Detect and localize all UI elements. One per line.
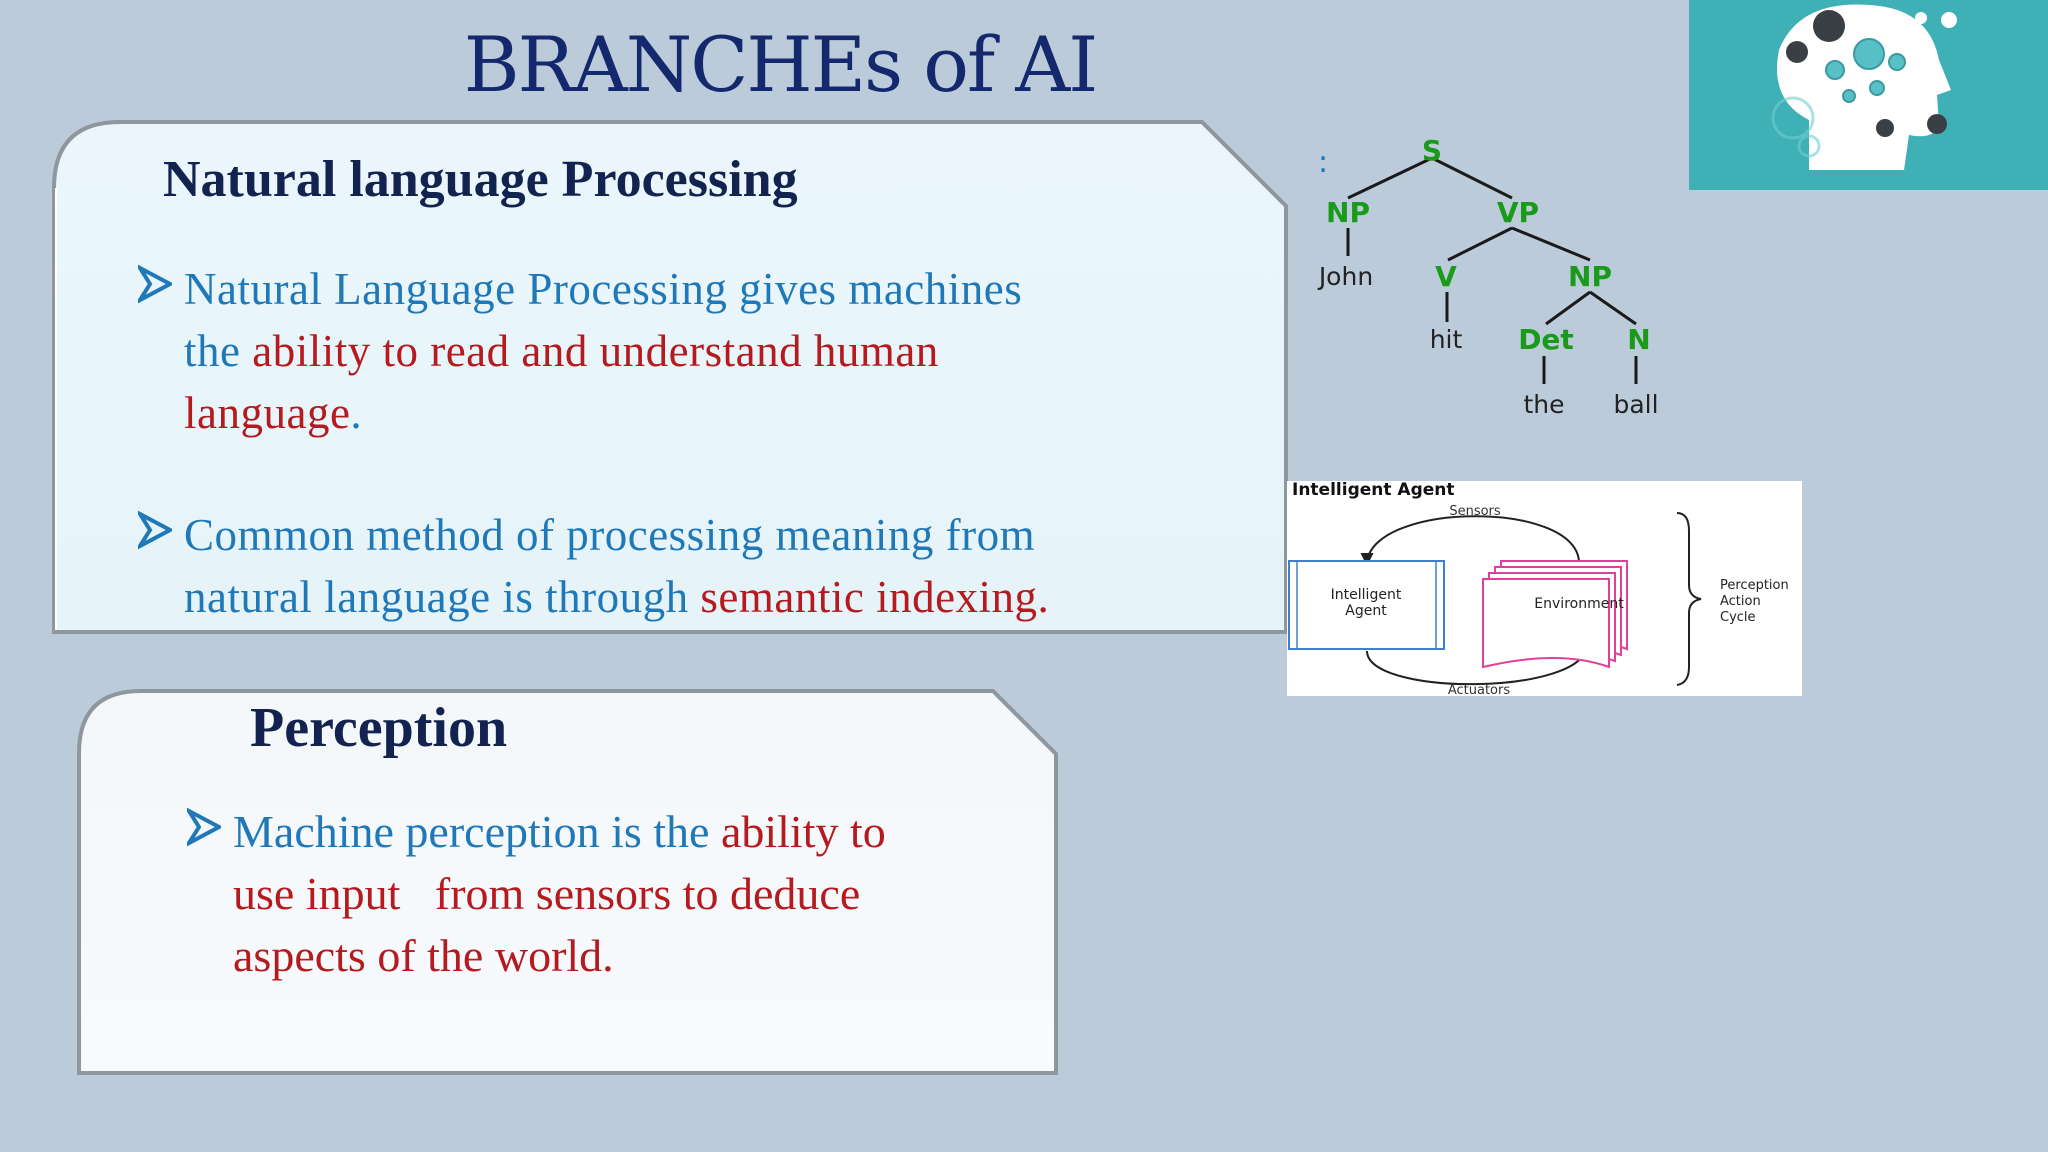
nlp-b1-text-b: the [184, 326, 253, 376]
nlp-panel-frame [52, 120, 1288, 634]
tree-node-np2: NP [1568, 260, 1612, 293]
brain-gears-image [1689, 0, 2048, 190]
nlp-b2-highlight: semantic indexing [700, 572, 1038, 622]
agent-diagram-svg: Intelligent Agent Sensors Actuators Inte… [1288, 480, 1789, 698]
tree-leaf-the: the [1523, 390, 1564, 419]
arrow-bullet-icon [138, 510, 172, 550]
nlp-bullet-2: Common method of processing meaning from… [138, 504, 1224, 628]
cycle-brace [1676, 512, 1702, 686]
tree-leaf-john: John [1317, 262, 1373, 291]
tree-node-det: Det [1518, 323, 1574, 356]
agent-diagram: Intelligent Agent Sensors Actuators Inte… [1287, 480, 1802, 698]
nlp-b2-period: . [1037, 572, 1050, 622]
nlp-b2-text-a: Common method of processing meaning from [184, 510, 1036, 560]
agent-diagram-title: Intelligent Agent [1292, 481, 1455, 500]
cycle-label-1: Perception [1720, 578, 1789, 593]
perception-heading: Perception [250, 697, 508, 759]
tree-node-n: N [1627, 323, 1650, 356]
perception-panel [75, 687, 1060, 1077]
tree-leaf-hit: hit [1430, 325, 1463, 354]
parse-tree-diagram: : S NP VP V NP Det N John hit the ball [1317, 134, 1659, 419]
agent-box-label-2: Agent [1345, 603, 1387, 619]
perc-b1-text-a: Machine perception is the [233, 806, 721, 857]
cycle-label-3: Cycle [1720, 610, 1756, 625]
perc-b1-highlight-c: aspects of the world. [233, 930, 614, 981]
nlp-b1-text-a: Natural Language Processing gives machin… [184, 264, 1023, 314]
cycle-label-2: Action [1720, 594, 1761, 609]
perc-b1-highlight-b: use input from sensors to deduce [233, 868, 861, 919]
nlp-heading: Natural language Processing [163, 151, 798, 208]
perception-bullet-1: Machine perception is the ability to use… [187, 801, 1053, 987]
arrow-bullet-icon [187, 807, 221, 847]
tree-node-v: V [1435, 260, 1457, 293]
tree-node-np: NP [1326, 196, 1370, 229]
slide-title: BRANCHEs of AI [463, 20, 1098, 109]
nlp-b1-highlight: ability to read and understand human [252, 326, 939, 376]
environment-docs [1482, 560, 1628, 669]
tree-node-s: S [1422, 134, 1442, 167]
perc-b1-highlight-a: ability to [720, 806, 886, 857]
arrow-bullet-icon [138, 264, 172, 304]
tree-leaf-ball: ball [1613, 390, 1658, 419]
actuators-label: Actuators [1448, 683, 1511, 696]
perception-panel-frame [77, 689, 1058, 1075]
nlp-bullet-1: Natural Language Processing gives machin… [138, 258, 1184, 444]
nlp-b1-highlight-2: language [184, 388, 351, 438]
nlp-b1-period: . [350, 388, 363, 438]
nlp-b2-text-b: natural language is through [184, 572, 701, 622]
agent-box-label-1: Intelligent [1331, 587, 1402, 603]
tree-node-vp: VP [1497, 196, 1539, 229]
brain-gears-icon [1689, 0, 2048, 190]
intelligent-agent-box [1288, 560, 1445, 650]
sensors-label: Sensors [1449, 504, 1501, 519]
environment-label: Environment [1534, 596, 1624, 612]
tree-colon: : [1318, 145, 1328, 180]
nlp-panel [50, 118, 1290, 636]
